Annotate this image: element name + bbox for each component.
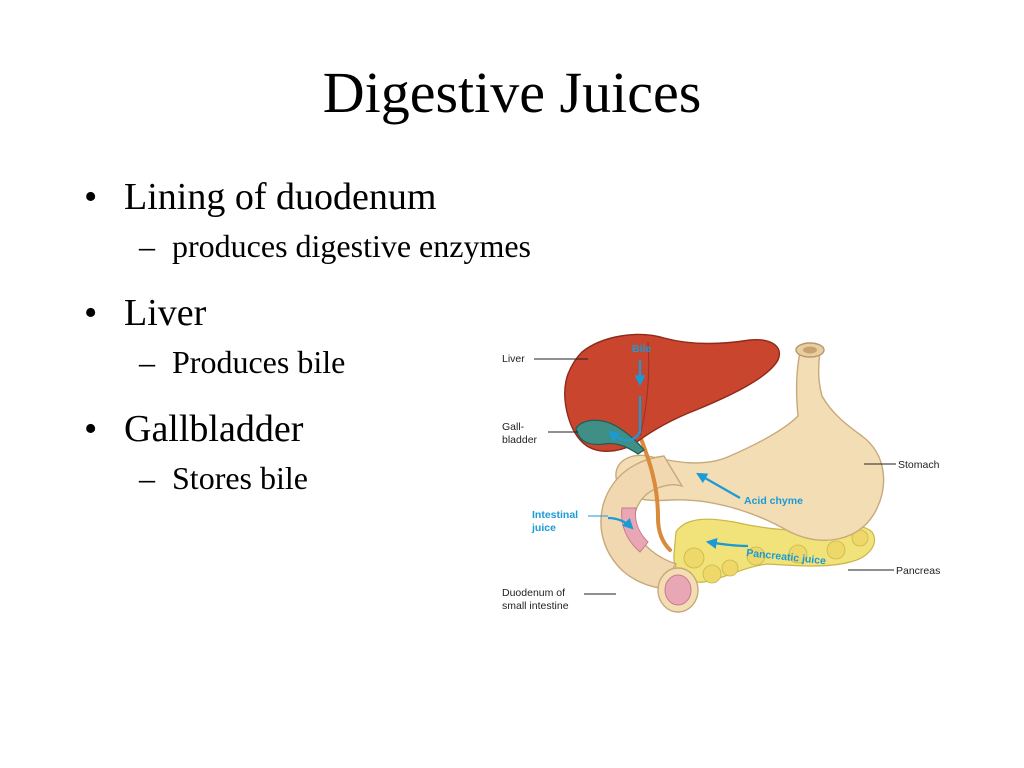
liver-label: Liver <box>502 353 525 365</box>
liver-illustration <box>564 333 781 452</box>
bullet-liver: • Liver <box>84 286 704 340</box>
bile-label: Bile <box>632 343 651 355</box>
digestive-organs-diagram: Liver Gall- bladder Stomach Pancreas Duo… <box>502 333 940 613</box>
stomach-illustration <box>615 342 885 541</box>
gallbladder-label-line1: Gall- <box>502 421 525 433</box>
bile-duct-arrow-icon <box>608 396 642 442</box>
common-bile-duct <box>638 434 672 552</box>
intestinal-juice-label-line1: Intestinal <box>532 509 578 521</box>
sub-bullet-dash: – <box>139 460 155 496</box>
pancreatic-juice-arrow-icon <box>705 538 749 549</box>
sub-bullet-produces-bile: – Produces bile <box>84 340 704 384</box>
sub-bullet-text: Stores bile <box>172 460 308 496</box>
acid-chyme-label: Acid chyme <box>744 495 803 507</box>
bullet-dot: • <box>84 292 98 334</box>
bullet-dot: • <box>84 408 98 450</box>
bullet-lining-of-duodenum: • Lining of duodenum <box>84 170 704 224</box>
acid-chyme-arrow-icon <box>696 472 741 499</box>
bullet-text: Gallbladder <box>124 408 304 450</box>
sub-bullet-dash: – <box>139 228 155 264</box>
sub-bullet-enzymes: – produces digestive enzymes <box>84 224 704 268</box>
gallbladder-label-line2: bladder <box>502 434 538 446</box>
intestinal-juice-arrow-icon <box>607 516 634 530</box>
sub-bullet-text: Produces bile <box>172 344 346 380</box>
stomach-label: Stomach <box>898 459 940 471</box>
bullet-list: • Lining of duodenum – produces digestiv… <box>84 170 704 518</box>
pancreas-label: Pancreas <box>896 565 940 577</box>
sub-bullet-dash: – <box>139 344 155 380</box>
sub-bullet-stores-bile: – Stores bile <box>84 456 704 500</box>
slide-title: Digestive Juices <box>322 60 702 125</box>
bullet-text: Lining of duodenum <box>124 176 437 218</box>
duodenum-label-line1: Duodenum of <box>502 587 565 599</box>
bullet-gallbladder: • Gallbladder <box>84 402 704 456</box>
bullet-dot: • <box>84 176 98 218</box>
intestinal-juice-label-line2: juice <box>531 522 556 534</box>
bullet-text: Liver <box>124 292 207 334</box>
duodenum-label-line2: small intestine <box>502 600 569 612</box>
sub-bullet-text: produces digestive enzymes <box>172 228 531 264</box>
